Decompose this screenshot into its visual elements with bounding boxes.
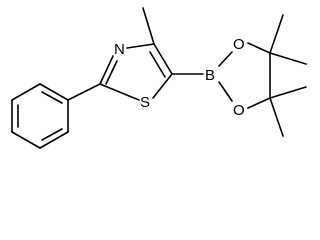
phenyl-thiazole-bond [67, 83, 101, 101]
b-o-bottom-bond [218, 81, 233, 102]
boron-atom-label: B [205, 67, 215, 84]
dioxaborolane-ring [218, 42, 271, 109]
o-bottom-c-bond [247, 97, 271, 109]
pinacol-methyls [269, 14, 307, 137]
phenyl-bond-4 [11, 131, 41, 149]
n-c4-bond [126, 43, 155, 49]
phenyl-bond-6 [11, 83, 41, 101]
c4-c5-bond [153, 43, 173, 75]
o-top-c-bond [247, 42, 271, 54]
c4-c5-double-bond [149, 51, 166, 78]
sulfur-atom-label: S [140, 94, 150, 111]
methyl-bottom-down [269, 97, 284, 137]
chemical-structure: N S B O O [11, 7, 307, 149]
methyl-bottom-right [269, 86, 307, 99]
methyl-top-right [269, 52, 307, 65]
nitrogen-atom-label: N [114, 41, 125, 58]
b-o-top-bond [218, 51, 233, 67]
s-c2-bond [99, 83, 140, 101]
phenyl-bond-1 [39, 83, 69, 101]
phenyl-double-bond-b [41, 128, 63, 141]
c2-n-double-bond [105, 60, 118, 85]
phenyl-double-bond-a [41, 91, 63, 104]
oxygen-top-atom-label: O [233, 36, 245, 53]
oxygen-bottom-atom-label: O [233, 102, 245, 119]
c4-methyl-bond [142, 7, 155, 45]
c2-n-bond [99, 55, 114, 85]
thiazole-ring [99, 43, 173, 101]
methyl-top-up [269, 14, 284, 54]
c5-s-bond [152, 73, 173, 99]
phenyl-bond-3 [39, 131, 69, 149]
phenyl-ring [11, 83, 69, 149]
